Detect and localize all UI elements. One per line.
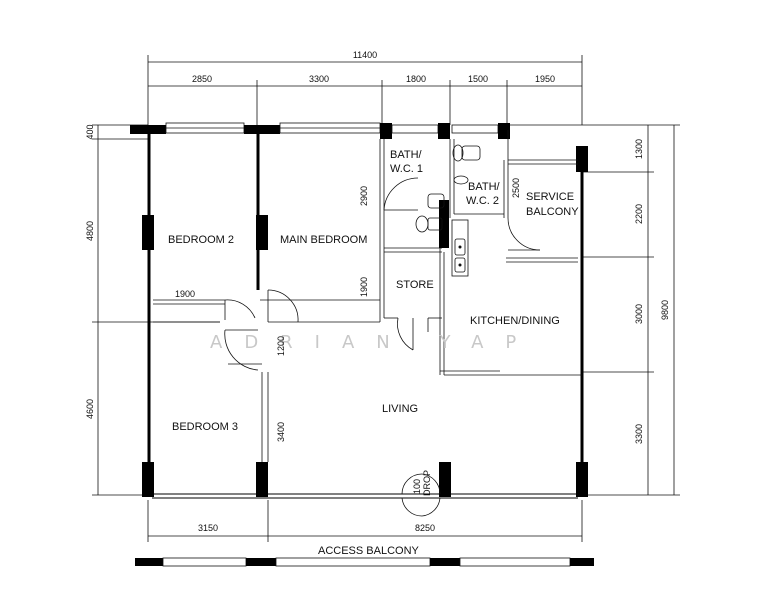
dim-total-width: 11400 xyxy=(353,50,377,60)
dim-inner-service-height: 2500 xyxy=(511,178,521,198)
dim-top-5: 1950 xyxy=(535,74,555,84)
access-balcony-rail xyxy=(135,557,594,567)
room-bedroom-2: BEDROOM 2 xyxy=(168,234,234,246)
room-kitchen-dining: KITCHEN/DINING xyxy=(470,315,560,327)
dim-inner-store-height: 1900 xyxy=(359,277,369,297)
room-bedroom-3: BEDROOM 3 xyxy=(172,421,238,433)
dim-left-3: 4600 xyxy=(85,399,95,419)
dim-right-4: 3300 xyxy=(634,424,644,444)
dim-inner-passage-height: 1200 xyxy=(276,336,286,356)
dim-inner-bedroom-wall: 1900 xyxy=(175,289,195,299)
dim-bottom-2: 8250 xyxy=(415,523,435,533)
dim-total-height: 9800 xyxy=(660,300,670,320)
interior-walls xyxy=(153,130,582,462)
left-dimensions: 400 4800 4600 xyxy=(85,124,220,496)
exterior-walls xyxy=(142,124,588,499)
dim-top-1: 2850 xyxy=(192,74,212,84)
right-dimensions: 1300 2200 3000 3300 9800 xyxy=(582,124,680,496)
room-bath-1-line-1: BATH/ xyxy=(390,149,423,161)
room-service-balcony-line-2: BALCONY xyxy=(526,206,579,218)
bottom-dimensions: 3150 8250 xyxy=(147,500,583,542)
top-dimensions: 11400 2850 3300 1800 1500 1950 xyxy=(147,50,583,125)
dim-top-3: 1800 xyxy=(406,74,426,84)
watermark: ADRIAN YAP xyxy=(210,332,538,353)
room-bath-2-line-1: BATH/ xyxy=(468,181,501,193)
room-living: LIVING xyxy=(382,403,418,415)
dim-left-1: 400 xyxy=(85,124,95,139)
fixtures xyxy=(415,144,481,277)
top-windows xyxy=(130,122,510,139)
drop-label: DROP xyxy=(422,470,432,496)
access-balcony-label: ACCESS BALCONY xyxy=(318,545,420,557)
room-bath-2-line-2: W.C. 2 xyxy=(466,195,499,207)
dim-top-4: 1500 xyxy=(468,74,488,84)
dim-top-2: 3300 xyxy=(309,74,329,84)
dim-bottom-1: 3150 xyxy=(198,523,218,533)
dim-right-2: 2200 xyxy=(634,204,644,224)
dim-inner-bath-height: 2900 xyxy=(359,186,369,206)
dim-inner-bedroom3-height: 3400 xyxy=(276,422,286,442)
dim-right-1: 1300 xyxy=(634,139,644,159)
doors xyxy=(224,177,541,517)
dim-right-3: 3000 xyxy=(634,304,644,324)
drop-value-label: 100 xyxy=(412,479,422,494)
room-service-balcony-line-1: SERVICE xyxy=(526,191,574,203)
dim-left-2: 4800 xyxy=(85,221,95,241)
room-main-bedroom: MAIN BEDROOM xyxy=(280,234,367,246)
room-bath-1-line-2: W.C. 1 xyxy=(390,163,423,175)
room-store: STORE xyxy=(396,279,434,291)
